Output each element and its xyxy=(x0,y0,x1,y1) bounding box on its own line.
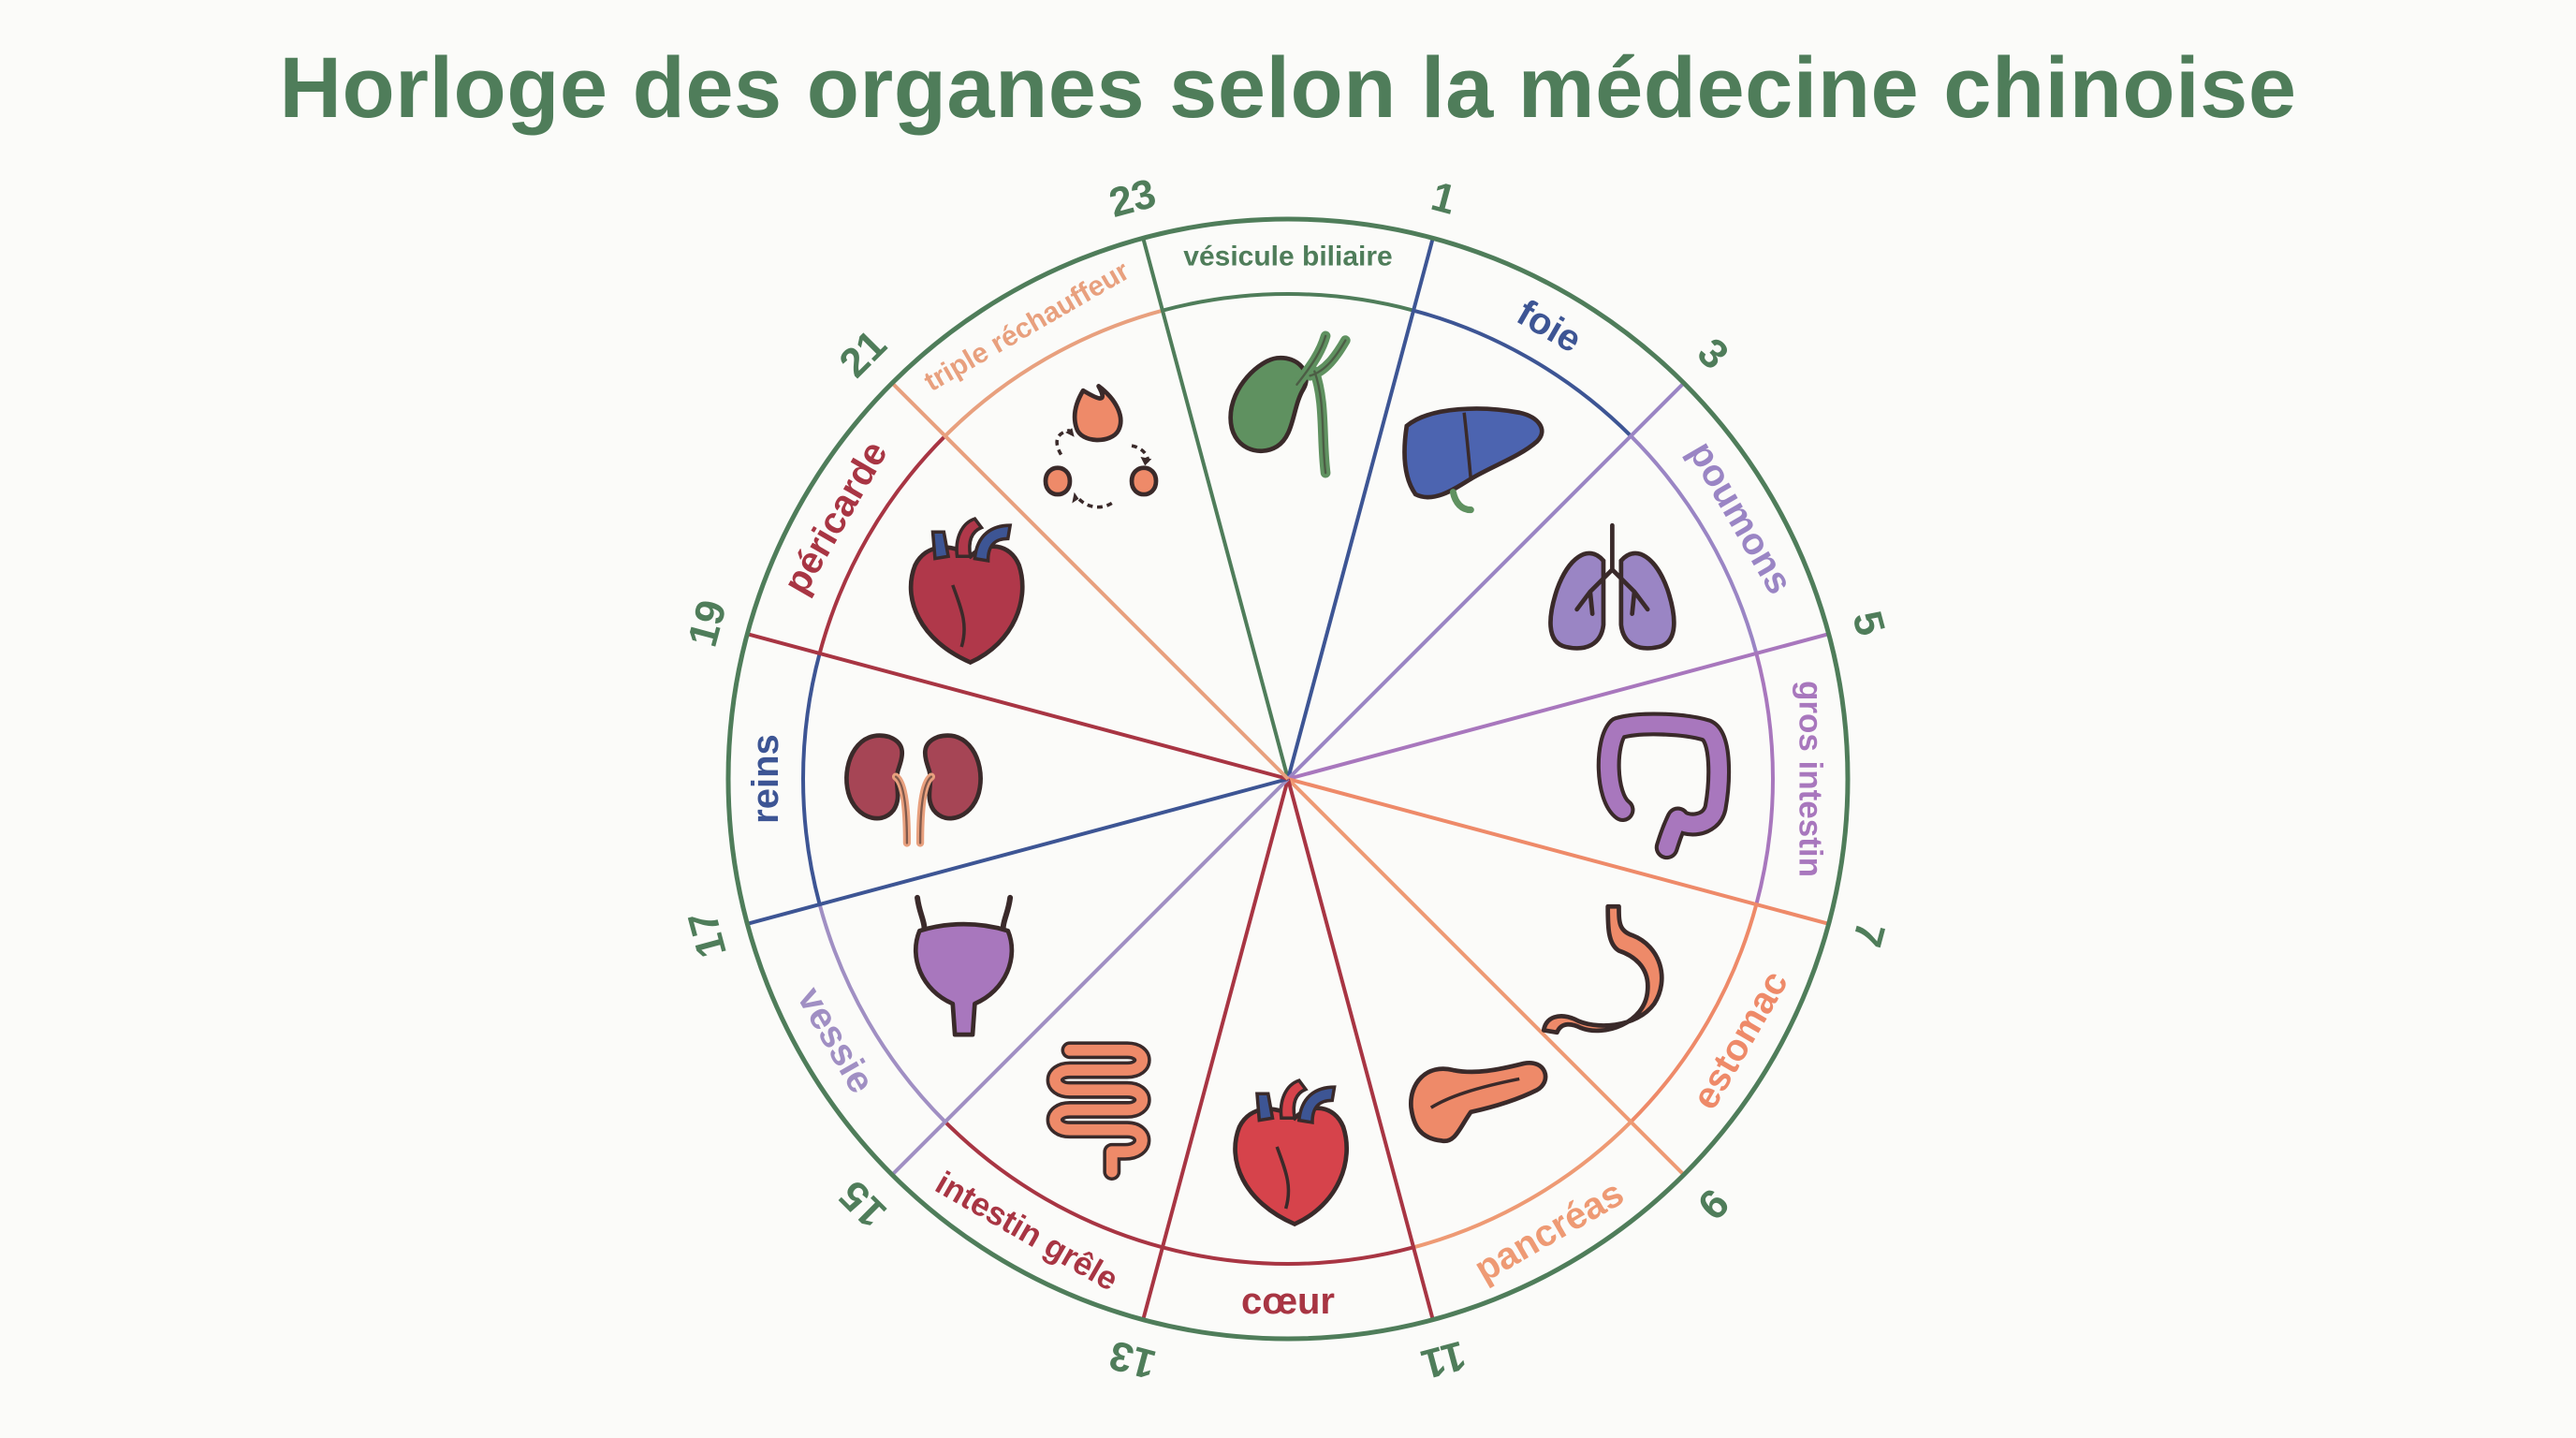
stomach-icon xyxy=(1541,903,1664,1035)
organ-label: vessie xyxy=(789,980,882,1100)
segment-divider xyxy=(1286,777,1686,1177)
hour-label: 7 xyxy=(1843,917,1894,951)
kidneys-icon xyxy=(844,733,983,847)
page-title: Horloge des organes selon la médecine ch… xyxy=(279,40,2297,136)
segment-inner-arc xyxy=(1162,1245,1414,1266)
hour-label: 11 xyxy=(1416,1331,1471,1387)
segment-divider xyxy=(1286,381,1686,781)
small-intestine-icon xyxy=(1046,1041,1151,1181)
hour-label: 1 xyxy=(1427,173,1460,224)
segment-divider xyxy=(746,777,1289,926)
segment-inner-arc xyxy=(817,903,947,1123)
organ-label: cœur xyxy=(1241,1281,1335,1322)
segment-divider xyxy=(890,381,1290,781)
heart-icon xyxy=(1233,1078,1349,1227)
hour-label: 23 xyxy=(1105,170,1161,227)
segment-inner-arc xyxy=(1412,1120,1632,1250)
hour-label: 9 xyxy=(1689,1180,1737,1228)
segment-inner-arc xyxy=(801,653,822,905)
hour-label: 15 xyxy=(830,1171,895,1236)
segment-inner-arc xyxy=(1412,308,1632,438)
segment-divider xyxy=(1286,237,1435,780)
segment-inner-arc xyxy=(1162,292,1414,313)
hour-label: 5 xyxy=(1843,607,1894,640)
segment-divider xyxy=(1141,778,1290,1321)
segment-inner-arc xyxy=(944,1120,1164,1250)
segment-inner-arc xyxy=(1629,434,1759,654)
segment-inner-arc xyxy=(1754,653,1775,905)
liver-icon xyxy=(1402,406,1544,514)
hour-label: 17 xyxy=(680,906,736,962)
hour-label: 19 xyxy=(680,595,736,652)
organ-label: estomac xyxy=(1685,964,1796,1117)
segment-divider xyxy=(1141,237,1290,780)
organ-label: triple réchauffeur xyxy=(919,256,1134,398)
bladder-icon xyxy=(914,894,1015,1037)
hour-label: 13 xyxy=(1105,1331,1161,1387)
hour-label: 21 xyxy=(830,321,895,386)
organ-label: gros intestin xyxy=(1793,681,1829,877)
triple-burner-icon xyxy=(1043,384,1159,509)
segment-inner-arc xyxy=(817,434,947,654)
segment-inner-arc xyxy=(944,308,1164,438)
organ-label: foie xyxy=(1510,292,1588,361)
lungs-icon xyxy=(1548,522,1676,651)
organ-label: reins xyxy=(745,734,786,824)
segment-divider xyxy=(746,632,1289,781)
segment-divider xyxy=(1286,778,1435,1321)
segment-divider xyxy=(1287,777,1830,926)
organ-label: vésicule biliaire xyxy=(1183,242,1392,272)
segment-divider xyxy=(890,777,1290,1177)
hour-label: 3 xyxy=(1689,330,1737,378)
pancreas-icon xyxy=(1409,1060,1548,1143)
large-intestine-icon xyxy=(1596,712,1732,860)
pericardium-heart-icon xyxy=(908,517,1025,666)
clock-outer-rim xyxy=(725,216,1851,1342)
segment-inner-arc xyxy=(1629,903,1759,1123)
gallbladder-icon xyxy=(1228,330,1351,478)
segment-divider xyxy=(1287,632,1830,781)
